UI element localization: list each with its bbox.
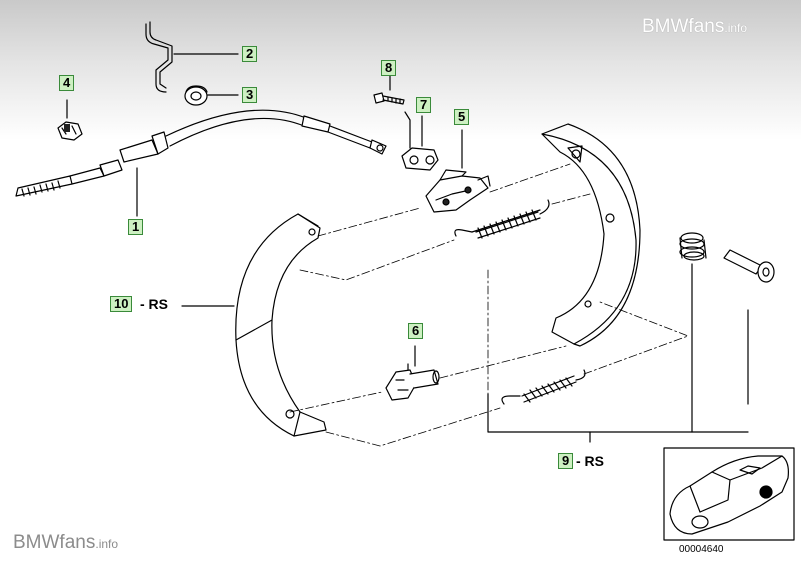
assembly-lines <box>289 163 689 447</box>
callout-part-6: 6 <box>408 323 424 339</box>
callout-part-10-suffix: - RS <box>140 296 168 312</box>
header-gradient <box>0 0 801 140</box>
callout-part-1: 1 <box>128 219 144 235</box>
callout-part-10: 10 <box>110 296 133 312</box>
watermark-top-brand: BMWfans <box>642 16 725 37</box>
callout-part-8: 8 <box>381 60 397 76</box>
part-9-grouping-bracket <box>487 263 749 443</box>
cable-clip-part <box>57 121 83 141</box>
callout-part-5: 5 <box>454 109 470 125</box>
bracket-part <box>401 111 439 171</box>
callout-part-9: 9 <box>558 453 574 469</box>
callout-part-9-suffix: - RS <box>576 453 604 469</box>
right-brake-shoe <box>541 123 641 347</box>
watermark-bottom: BMWfans.info <box>13 532 118 554</box>
watermark-top: BMWfans.info <box>642 16 747 38</box>
inset-car-view <box>663 447 795 541</box>
callout-part-4: 4 <box>59 75 75 91</box>
callout-part-3: 3 <box>242 87 258 103</box>
wire-clip-part <box>145 21 173 93</box>
callout-part-2: 2 <box>242 46 258 62</box>
watermark-bottom-brand: BMWfans <box>13 532 96 553</box>
lower-return-spring <box>501 369 586 405</box>
hold-down-spring-part <box>679 232 707 261</box>
left-brake-shoe <box>235 213 327 437</box>
adjuster-part <box>385 363 440 401</box>
handbrake-cable-part <box>15 109 387 197</box>
upper-return-spring <box>454 199 550 239</box>
bolt-part <box>373 92 405 105</box>
grommet-part <box>184 85 208 106</box>
diagram-reference-number: 00004640 <box>679 544 724 555</box>
hold-down-pin-part <box>723 249 775 283</box>
expander-lever-part <box>425 169 491 213</box>
callout-part-7: 7 <box>416 97 432 113</box>
watermark-bottom-suffix: .info <box>95 537 119 551</box>
watermark-top-suffix: .info <box>724 21 748 35</box>
